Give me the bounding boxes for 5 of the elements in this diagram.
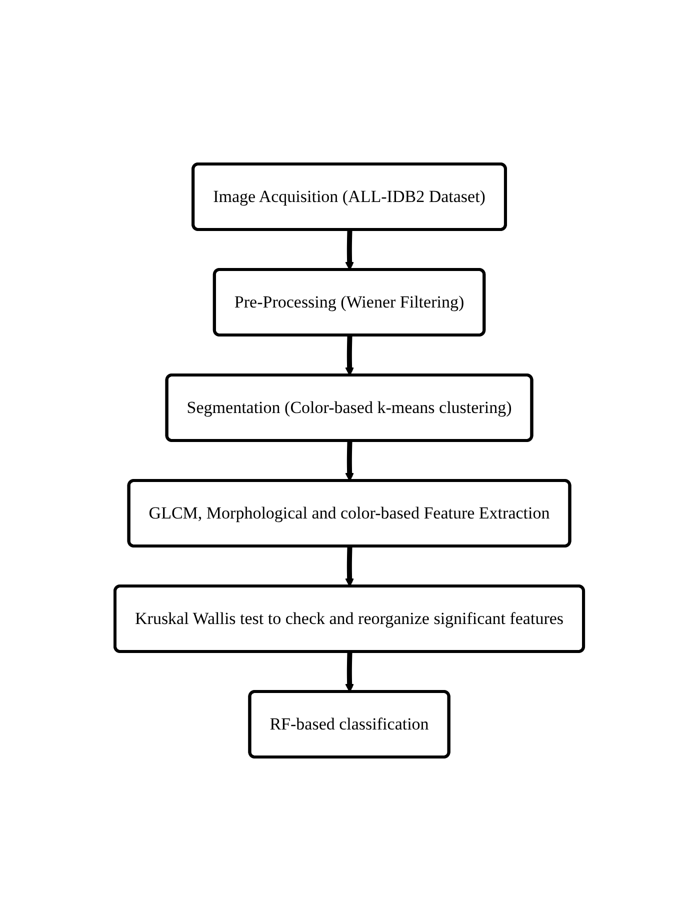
arrow <box>345 440 354 481</box>
arrow <box>345 229 354 270</box>
arrow <box>345 546 354 586</box>
arrow <box>345 651 354 692</box>
arrow <box>345 334 354 376</box>
